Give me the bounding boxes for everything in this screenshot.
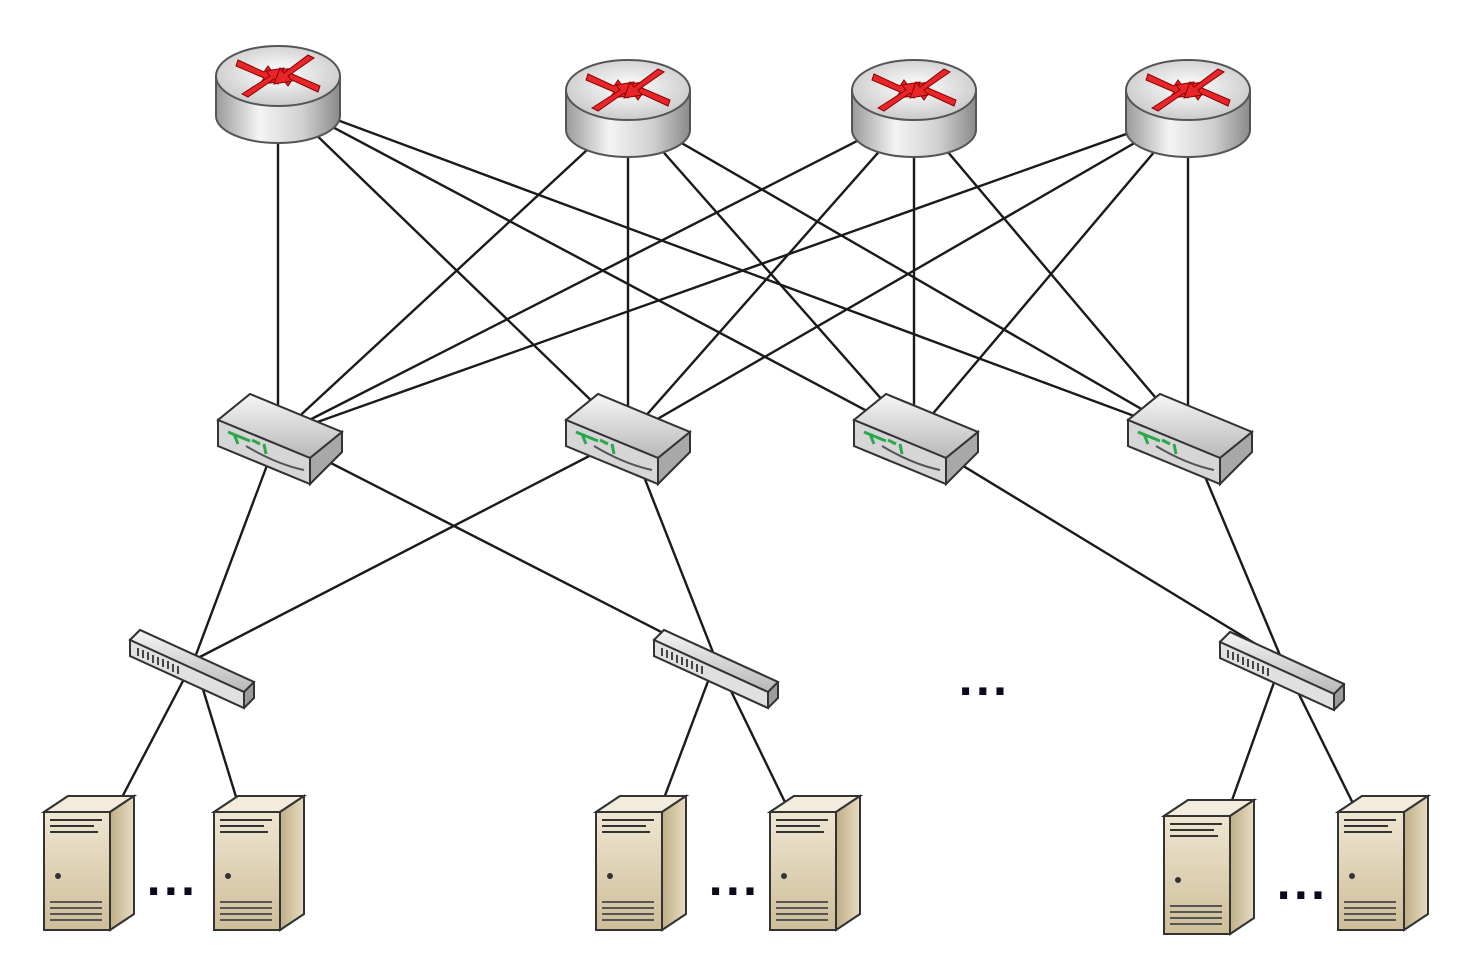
server-icon[interactable] — [213, 795, 305, 931]
router-icon[interactable] — [851, 59, 977, 158]
router-icon[interactable] — [565, 59, 691, 158]
link-core4-agg2 — [627, 110, 1189, 438]
server-icon[interactable] — [43, 795, 135, 931]
router-icon[interactable] — [215, 45, 341, 144]
access-switch-icon[interactable] — [1219, 631, 1345, 711]
server-group-3-ellipsis: ... — [1276, 863, 1328, 909]
link-agg2-acc1 — [193, 434, 629, 662]
access-switch-icon[interactable] — [653, 629, 779, 709]
link-core2-agg1 — [277, 111, 629, 437]
layer3-switch-icon[interactable] — [852, 392, 980, 486]
aggregation-tier — [216, 392, 1254, 486]
server-group-1-ellipsis: ... — [146, 859, 198, 905]
link-agg1-acc1 — [192, 435, 280, 661]
core-tier — [215, 45, 1251, 158]
link-core1-agg4 — [277, 96, 1189, 438]
layer3-switch-icon[interactable] — [216, 392, 344, 486]
server-group-2-ellipsis: ... — [708, 859, 760, 905]
link-core3-agg2 — [627, 111, 915, 437]
link-layer — [86, 96, 1384, 863]
access-tier-ellipsis: ... — [958, 659, 1010, 705]
layer3-switch-icon[interactable] — [1126, 392, 1254, 486]
link-core4-agg1 — [277, 110, 1189, 438]
server-icon[interactable] — [595, 795, 687, 931]
link-agg1-acc2 — [277, 434, 717, 662]
access-switch-icon[interactable] — [129, 629, 255, 709]
server-icon[interactable] — [1337, 795, 1429, 931]
link-core1-agg3 — [277, 96, 915, 438]
link-agg3-acc3 — [913, 434, 1283, 662]
layer3-switch-icon[interactable] — [564, 392, 692, 486]
link-core4-agg3 — [913, 111, 1189, 437]
access-tier — [129, 629, 1345, 711]
router-icon[interactable] — [1125, 59, 1251, 158]
link-core3-agg1 — [277, 110, 915, 438]
link-core1-agg2 — [277, 97, 629, 437]
server-icon[interactable] — [1163, 799, 1255, 935]
server-icon[interactable] — [769, 795, 861, 931]
